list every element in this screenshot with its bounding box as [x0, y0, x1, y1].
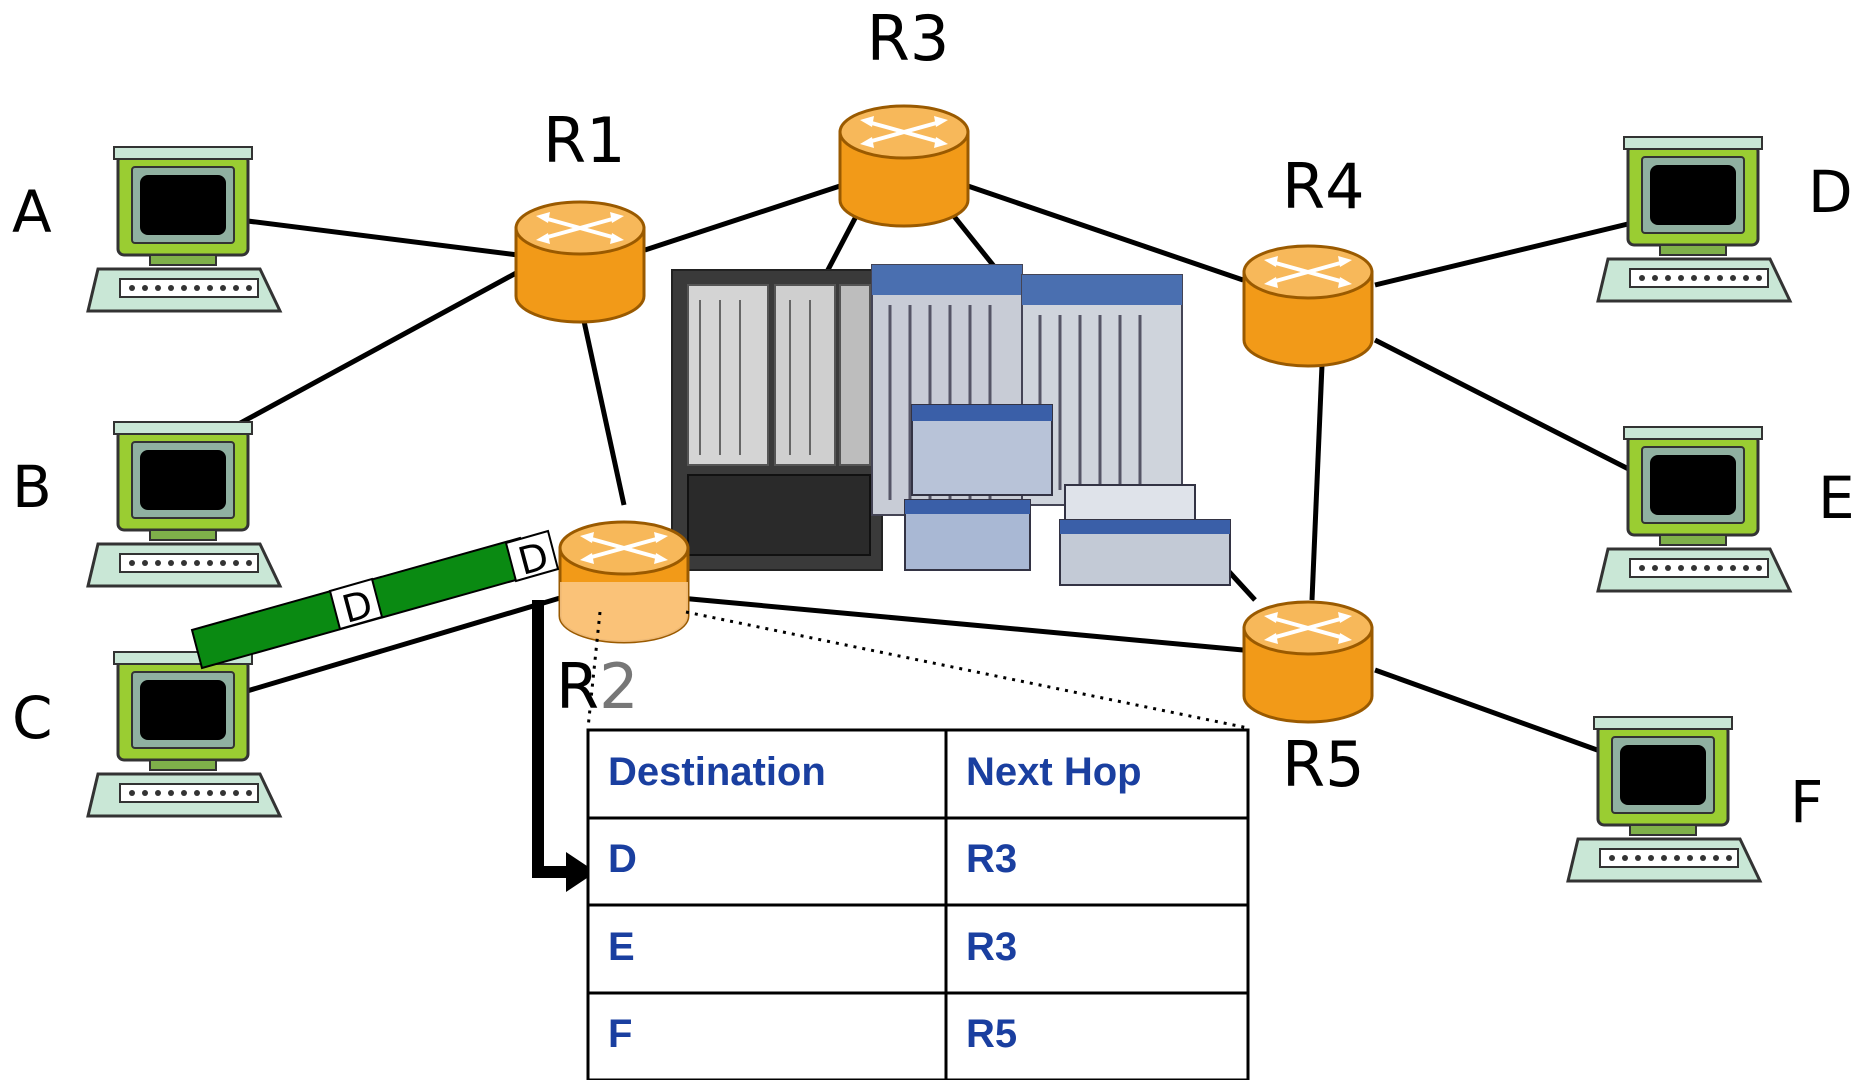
host-d[interactable] [1596, 135, 1792, 303]
host-e[interactable] [1596, 425, 1792, 593]
computer-icon [1596, 135, 1792, 303]
host-a[interactable] [86, 145, 282, 313]
table-cell-destination: E [608, 925, 635, 969]
computer-icon [1566, 715, 1762, 883]
router-label-r5: R5 [1282, 728, 1365, 801]
host-label-d: D [1808, 158, 1853, 226]
packet-header-2 [504, 529, 560, 583]
link-r5-f [1374, 667, 1626, 763]
router-hardware-photo [671, 264, 1231, 586]
computer-icon [1596, 425, 1792, 593]
link-a-r1 [199, 212, 519, 258]
host-b[interactable] [86, 420, 282, 588]
table-cell-destination: F [608, 1012, 632, 1056]
link-r4-e [1373, 337, 1662, 488]
host-label-e: E [1818, 464, 1855, 532]
host-f[interactable] [1566, 715, 1762, 883]
table-cell-next-hop: R3 [966, 837, 1017, 881]
host-c[interactable] [86, 650, 282, 818]
router-r3[interactable] [838, 104, 970, 228]
link-b-r1 [198, 269, 520, 448]
host-label-a: A [12, 178, 52, 246]
link-c-r2 [199, 595, 561, 708]
router-icon [838, 104, 970, 228]
host-label-c: C [12, 684, 53, 752]
host-label-f: F [1790, 768, 1823, 836]
link-r4-d [1374, 212, 1666, 288]
router-label-r3: R3 [867, 2, 950, 75]
router-label-r1: R1 [543, 104, 626, 177]
arrow-head-icon [566, 852, 596, 892]
table-cell-next-hop: R3 [966, 925, 1017, 969]
host-label-b: B [12, 453, 52, 521]
table-cell-destination: D [608, 837, 637, 881]
link-r1-r2 [579, 311, 627, 506]
forwarding-table: Destination Next Hop D R3 E R3 F R5 [586, 728, 1250, 1080]
router-label-r2: R2 [556, 650, 639, 723]
packet-header-1 [328, 577, 384, 631]
router-r5[interactable] [1242, 600, 1374, 724]
link-r1-r3 [644, 182, 844, 253]
packet: D D [190, 529, 560, 670]
table-cell-next-hop: R5 [966, 1012, 1017, 1056]
computer-icon [86, 650, 282, 818]
router-label-r4: R4 [1282, 150, 1365, 223]
router-icon [1242, 600, 1374, 724]
link-r2-r5 [679, 595, 1244, 653]
router-icon [514, 200, 646, 324]
table-header-destination: Destination [608, 750, 826, 794]
table-header-next-hop: Next Hop [966, 750, 1142, 794]
router-r2[interactable] [558, 520, 690, 644]
computer-icon [86, 420, 282, 588]
router-r4[interactable] [1242, 244, 1374, 368]
link-r3-r4 [964, 182, 1244, 283]
router-icon [1242, 244, 1374, 368]
computer-icon [86, 145, 282, 313]
router-r1[interactable] [514, 200, 646, 324]
forward-arrow [532, 600, 570, 878]
link-r4-r5 [1309, 364, 1325, 601]
zoom-lines [586, 610, 1249, 730]
